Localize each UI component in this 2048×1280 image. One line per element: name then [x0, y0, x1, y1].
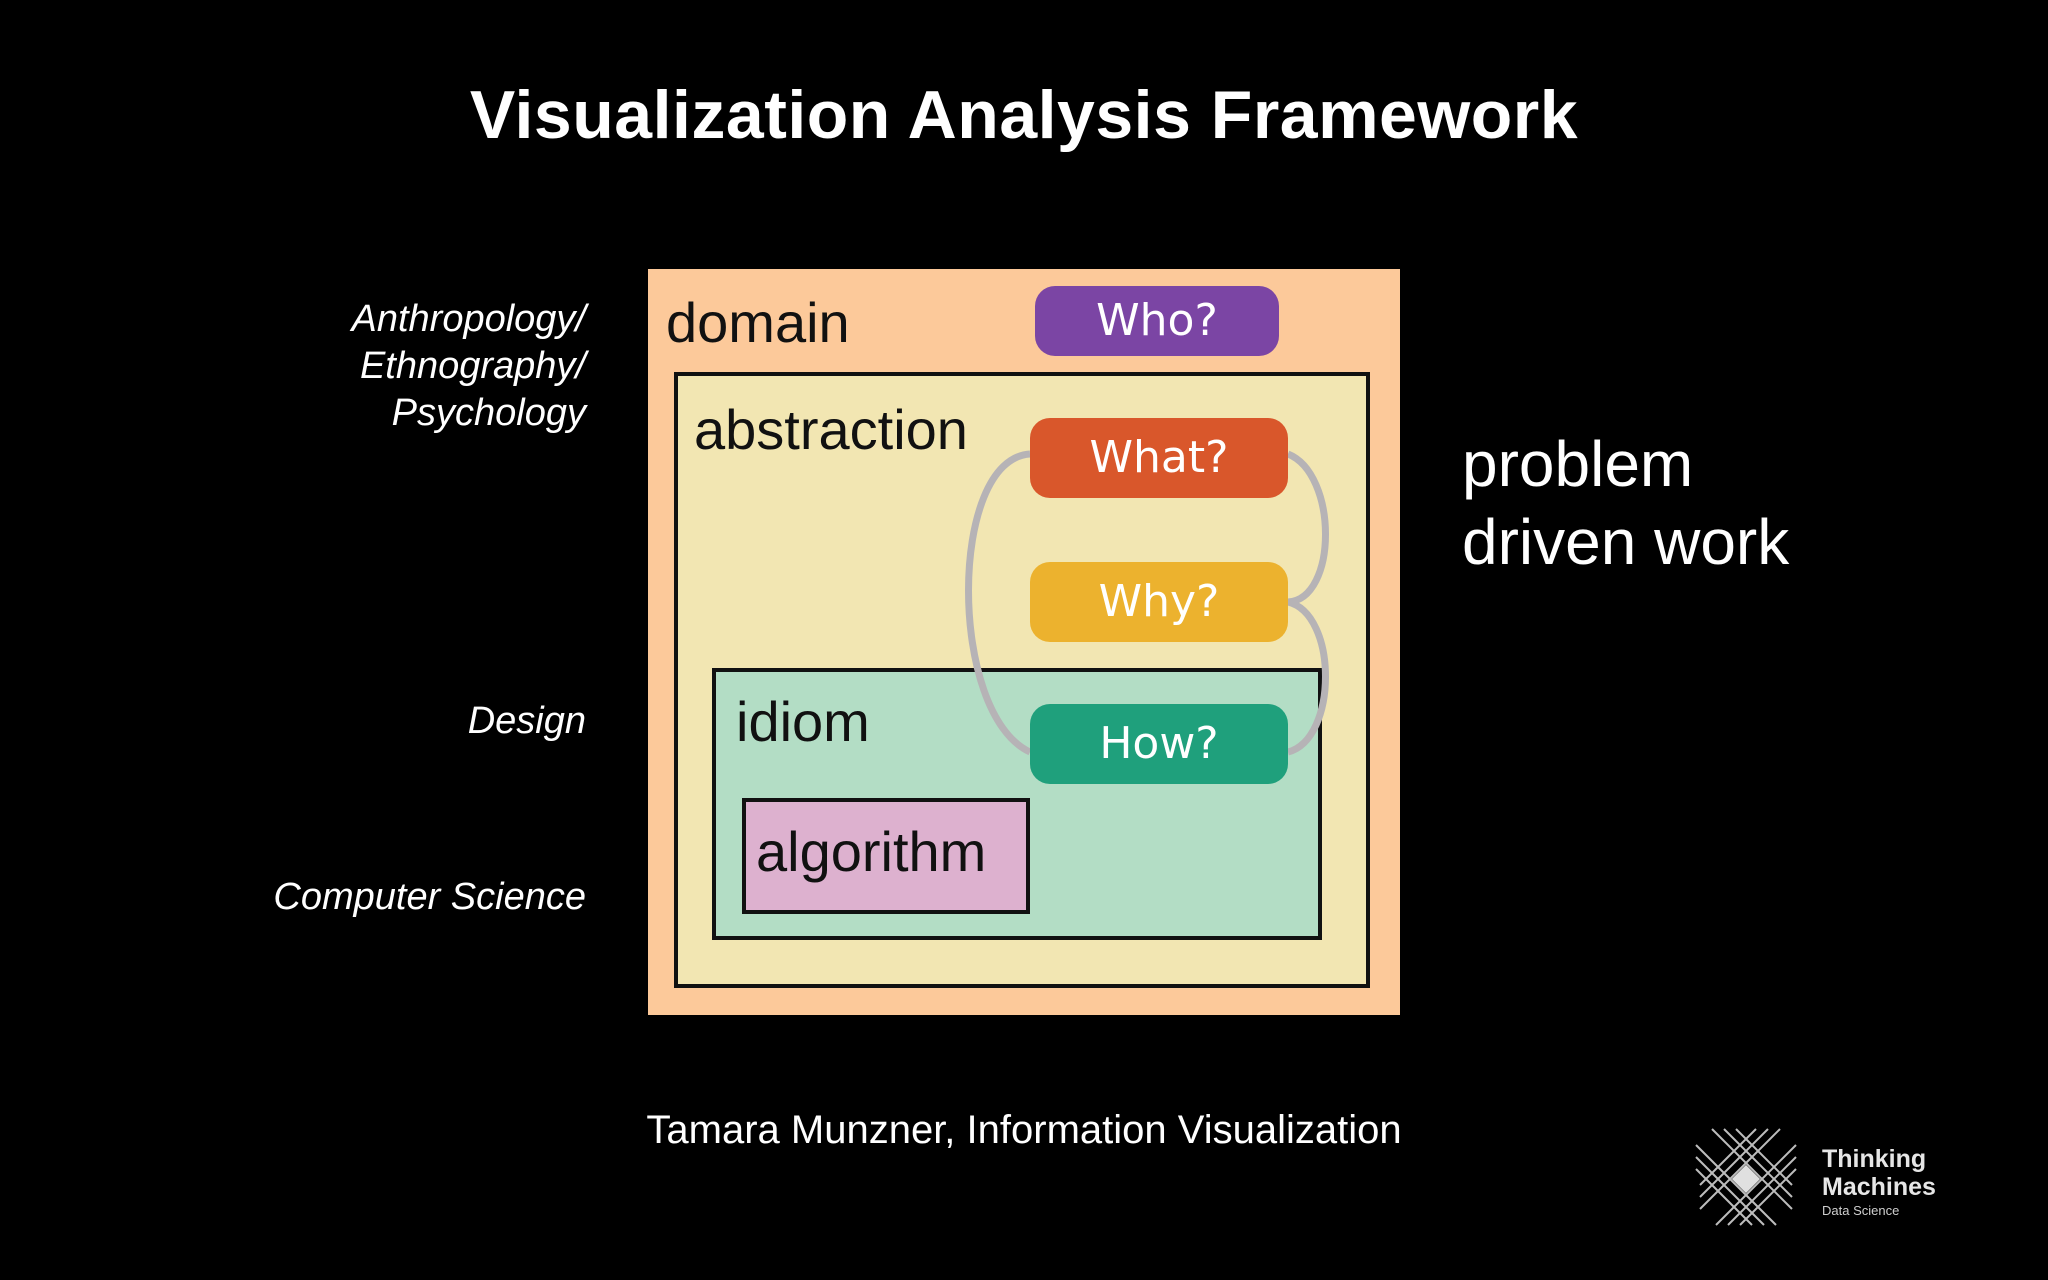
discipline-idiom: Design	[467, 700, 586, 742]
algorithm-box: algorithm	[742, 798, 1030, 914]
logo-subtitle: Data Science	[1822, 1203, 1900, 1218]
logo-line1: Thinking	[1822, 1145, 1927, 1173]
discipline-algorithm: Computer Science	[273, 876, 586, 918]
nested-model-diagram: domain abstraction idiom algorithm Who? …	[648, 269, 1400, 1015]
who-question-pill: Who?	[1035, 286, 1279, 356]
thinking-machines-logo: Thinking Machines Data Science	[1692, 1125, 1952, 1235]
abstraction-label: abstraction	[694, 398, 968, 461]
thinking-machines-logo-icon	[1695, 1128, 1797, 1226]
discipline-domain-line1: Anthropology/	[351, 298, 587, 340]
citation: Tamara Munzner, Information Visualizatio…	[646, 1108, 1402, 1152]
problem-note-line2: driven work	[1462, 506, 1790, 578]
discipline-domain-line3: Psychology	[391, 392, 586, 434]
domain-label: domain	[666, 291, 850, 354]
what-question-pill: What?	[1030, 418, 1288, 498]
discipline-domain: Anthropology/ Ethnography/ Psychology	[186, 296, 587, 437]
algorithm-label: algorithm	[756, 820, 987, 883]
slide-title: Visualization Analysis Framework	[469, 77, 1579, 153]
why-question-pill: Why?	[1030, 562, 1288, 642]
idiom-label: idiom	[736, 690, 870, 753]
how-question-pill: How?	[1030, 704, 1288, 784]
problem-note-line1: problem	[1462, 428, 1694, 500]
discipline-domain-line2: Ethnography/	[359, 345, 586, 387]
logo-line2: Machines	[1822, 1173, 1936, 1201]
logo-wordmark: Thinking Machines	[1822, 1145, 1936, 1201]
problem-driven-note: problem driven work	[1462, 425, 1789, 581]
